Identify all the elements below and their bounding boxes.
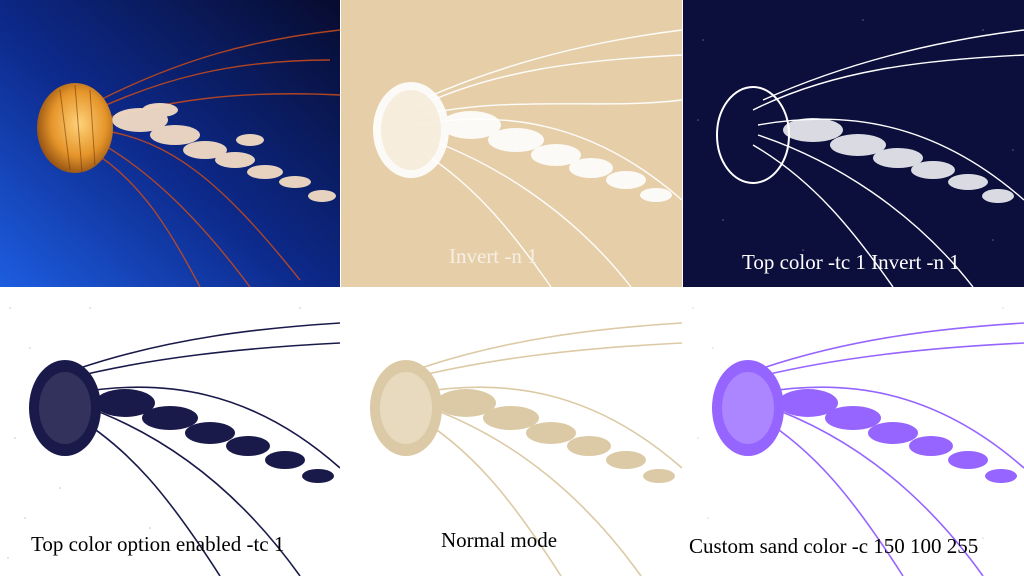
- jellyfish-photo: [0, 0, 340, 287]
- invert-caption: Invert -n 1: [449, 244, 538, 268]
- invert-jellyfish-image: [341, 0, 682, 287]
- invert-panel: Invert -n 1: [341, 0, 682, 287]
- custom-color-jellyfish-image: [683, 288, 1024, 576]
- top-color-jellyfish-image: [0, 288, 340, 576]
- top-color-panel: Top color option enabled -tc 1: [0, 288, 340, 576]
- normal-mode-panel: Normal mode: [341, 288, 682, 576]
- custom-color-caption: Custom sand color -c 150 100 255: [689, 534, 979, 558]
- top-color-invert-caption: Top color -tc 1 Invert -n 1: [742, 250, 960, 274]
- top-color-caption: Top color option enabled -tc 1: [31, 532, 285, 556]
- original-photo-panel: [0, 0, 340, 287]
- normal-mode-caption: Normal mode: [441, 528, 558, 552]
- normal-mode-jellyfish-image: [341, 288, 682, 576]
- top-color-invert-panel: Top color -tc 1 Invert -n 1: [683, 0, 1024, 287]
- top-color-invert-jellyfish-image: [683, 0, 1024, 287]
- custom-color-panel: Custom sand color -c 150 100 255: [683, 288, 1024, 576]
